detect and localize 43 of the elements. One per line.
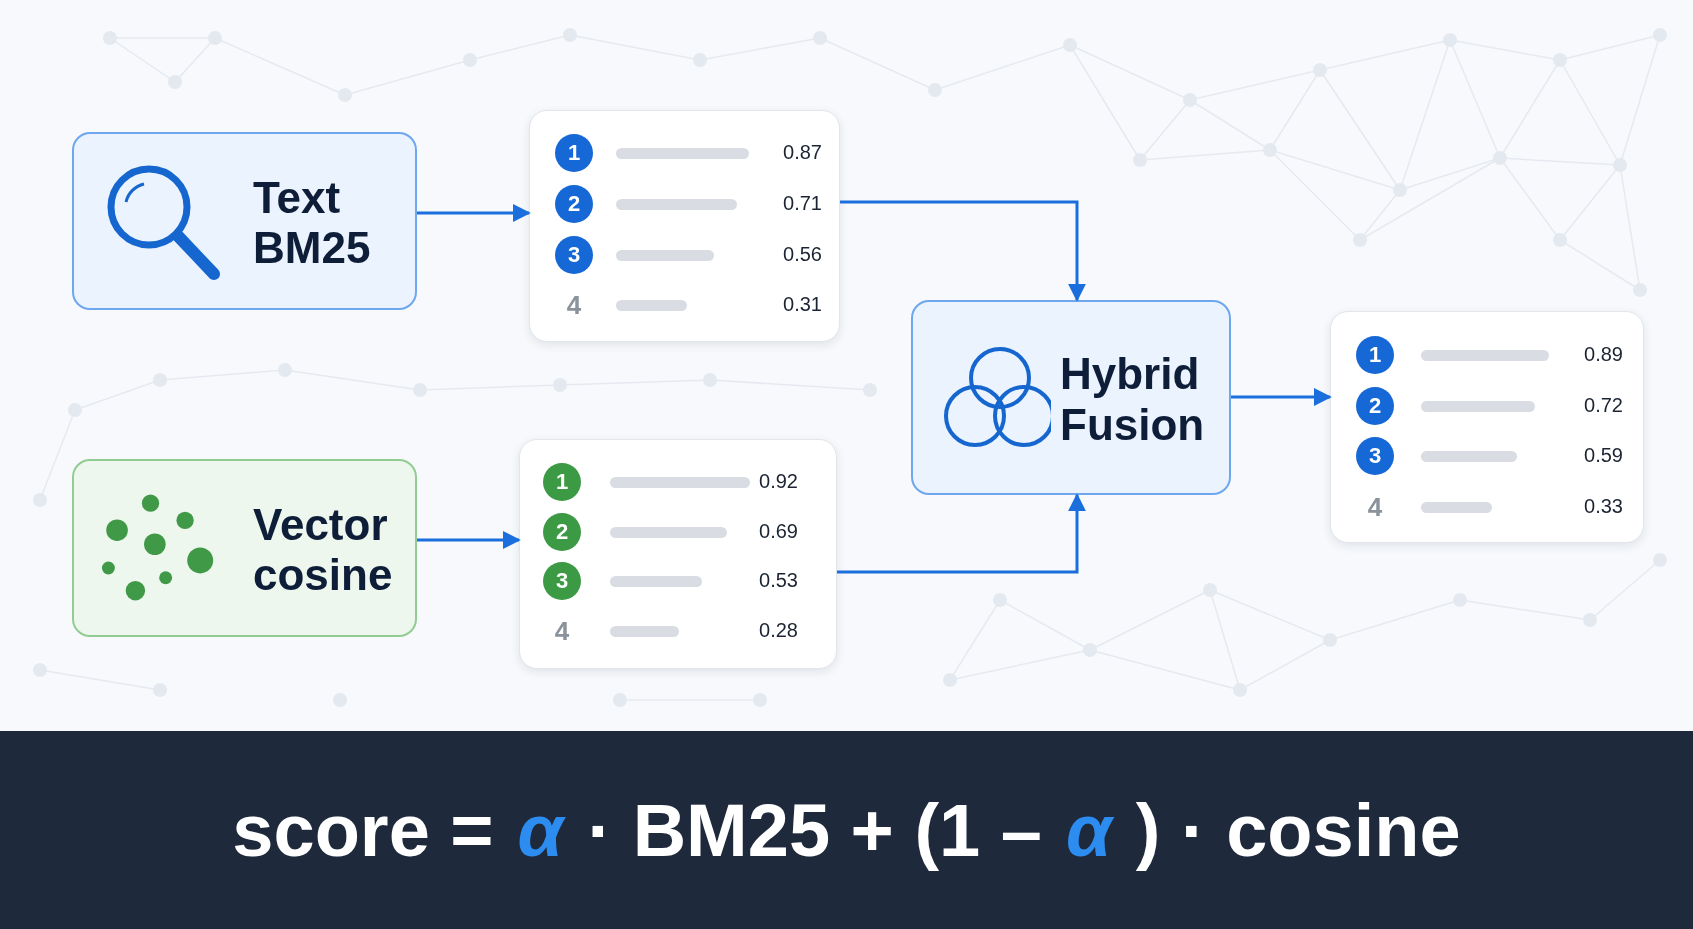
rank-number: 4 [553,614,571,648]
score-value: 0.89 [1583,343,1623,366]
rank-badge: 3 [1356,437,1394,475]
rank-badge: 1 [1356,336,1394,374]
arrow [837,493,1086,574]
formula-text: ) · cosine [1135,787,1461,873]
score-value: 0.59 [1583,444,1623,467]
score-value: 0.33 [1583,495,1623,518]
arrow [417,204,531,222]
rank-number: 4 [1366,490,1384,524]
arrow [417,531,521,549]
formula-text: · BM25 + (1 – [587,787,1042,873]
score-value: 0.31 [782,293,822,316]
score-value: 0.72 [1583,394,1623,417]
node-label: Vector cosine [253,499,394,601]
process-box [72,132,417,310]
rank-badge: 1 [543,463,581,501]
score-value: 0.28 [758,619,798,642]
alpha-symbol: α [1065,787,1112,873]
rank-number: 4 [565,288,583,322]
score-value: 0.53 [758,569,798,592]
rank-badge: 1 [555,134,593,172]
ranked-list-card [1330,311,1644,543]
node-label: Hybrid Fusion [1060,349,1206,451]
score-value: 0.69 [758,520,798,543]
rank-badge: 2 [555,185,593,223]
alpha-symbol: α [517,787,564,873]
ranked-list-card [519,439,837,669]
score-value: 0.71 [782,192,822,215]
score-value: 0.87 [782,141,822,164]
formula-text: score = [232,787,494,873]
node-label: Text BM25 [253,172,372,274]
rank-badge: 2 [543,513,581,551]
process-box [72,459,417,637]
score-value: 0.92 [758,470,798,493]
rank-badge: 3 [555,236,593,274]
rank-badge: 2 [1356,387,1394,425]
ranked-list-card [529,110,840,342]
rank-badge: 3 [543,562,581,600]
arrow [840,200,1086,302]
arrow [1231,388,1332,406]
score-value: 0.56 [782,243,822,266]
process-box [911,300,1231,495]
